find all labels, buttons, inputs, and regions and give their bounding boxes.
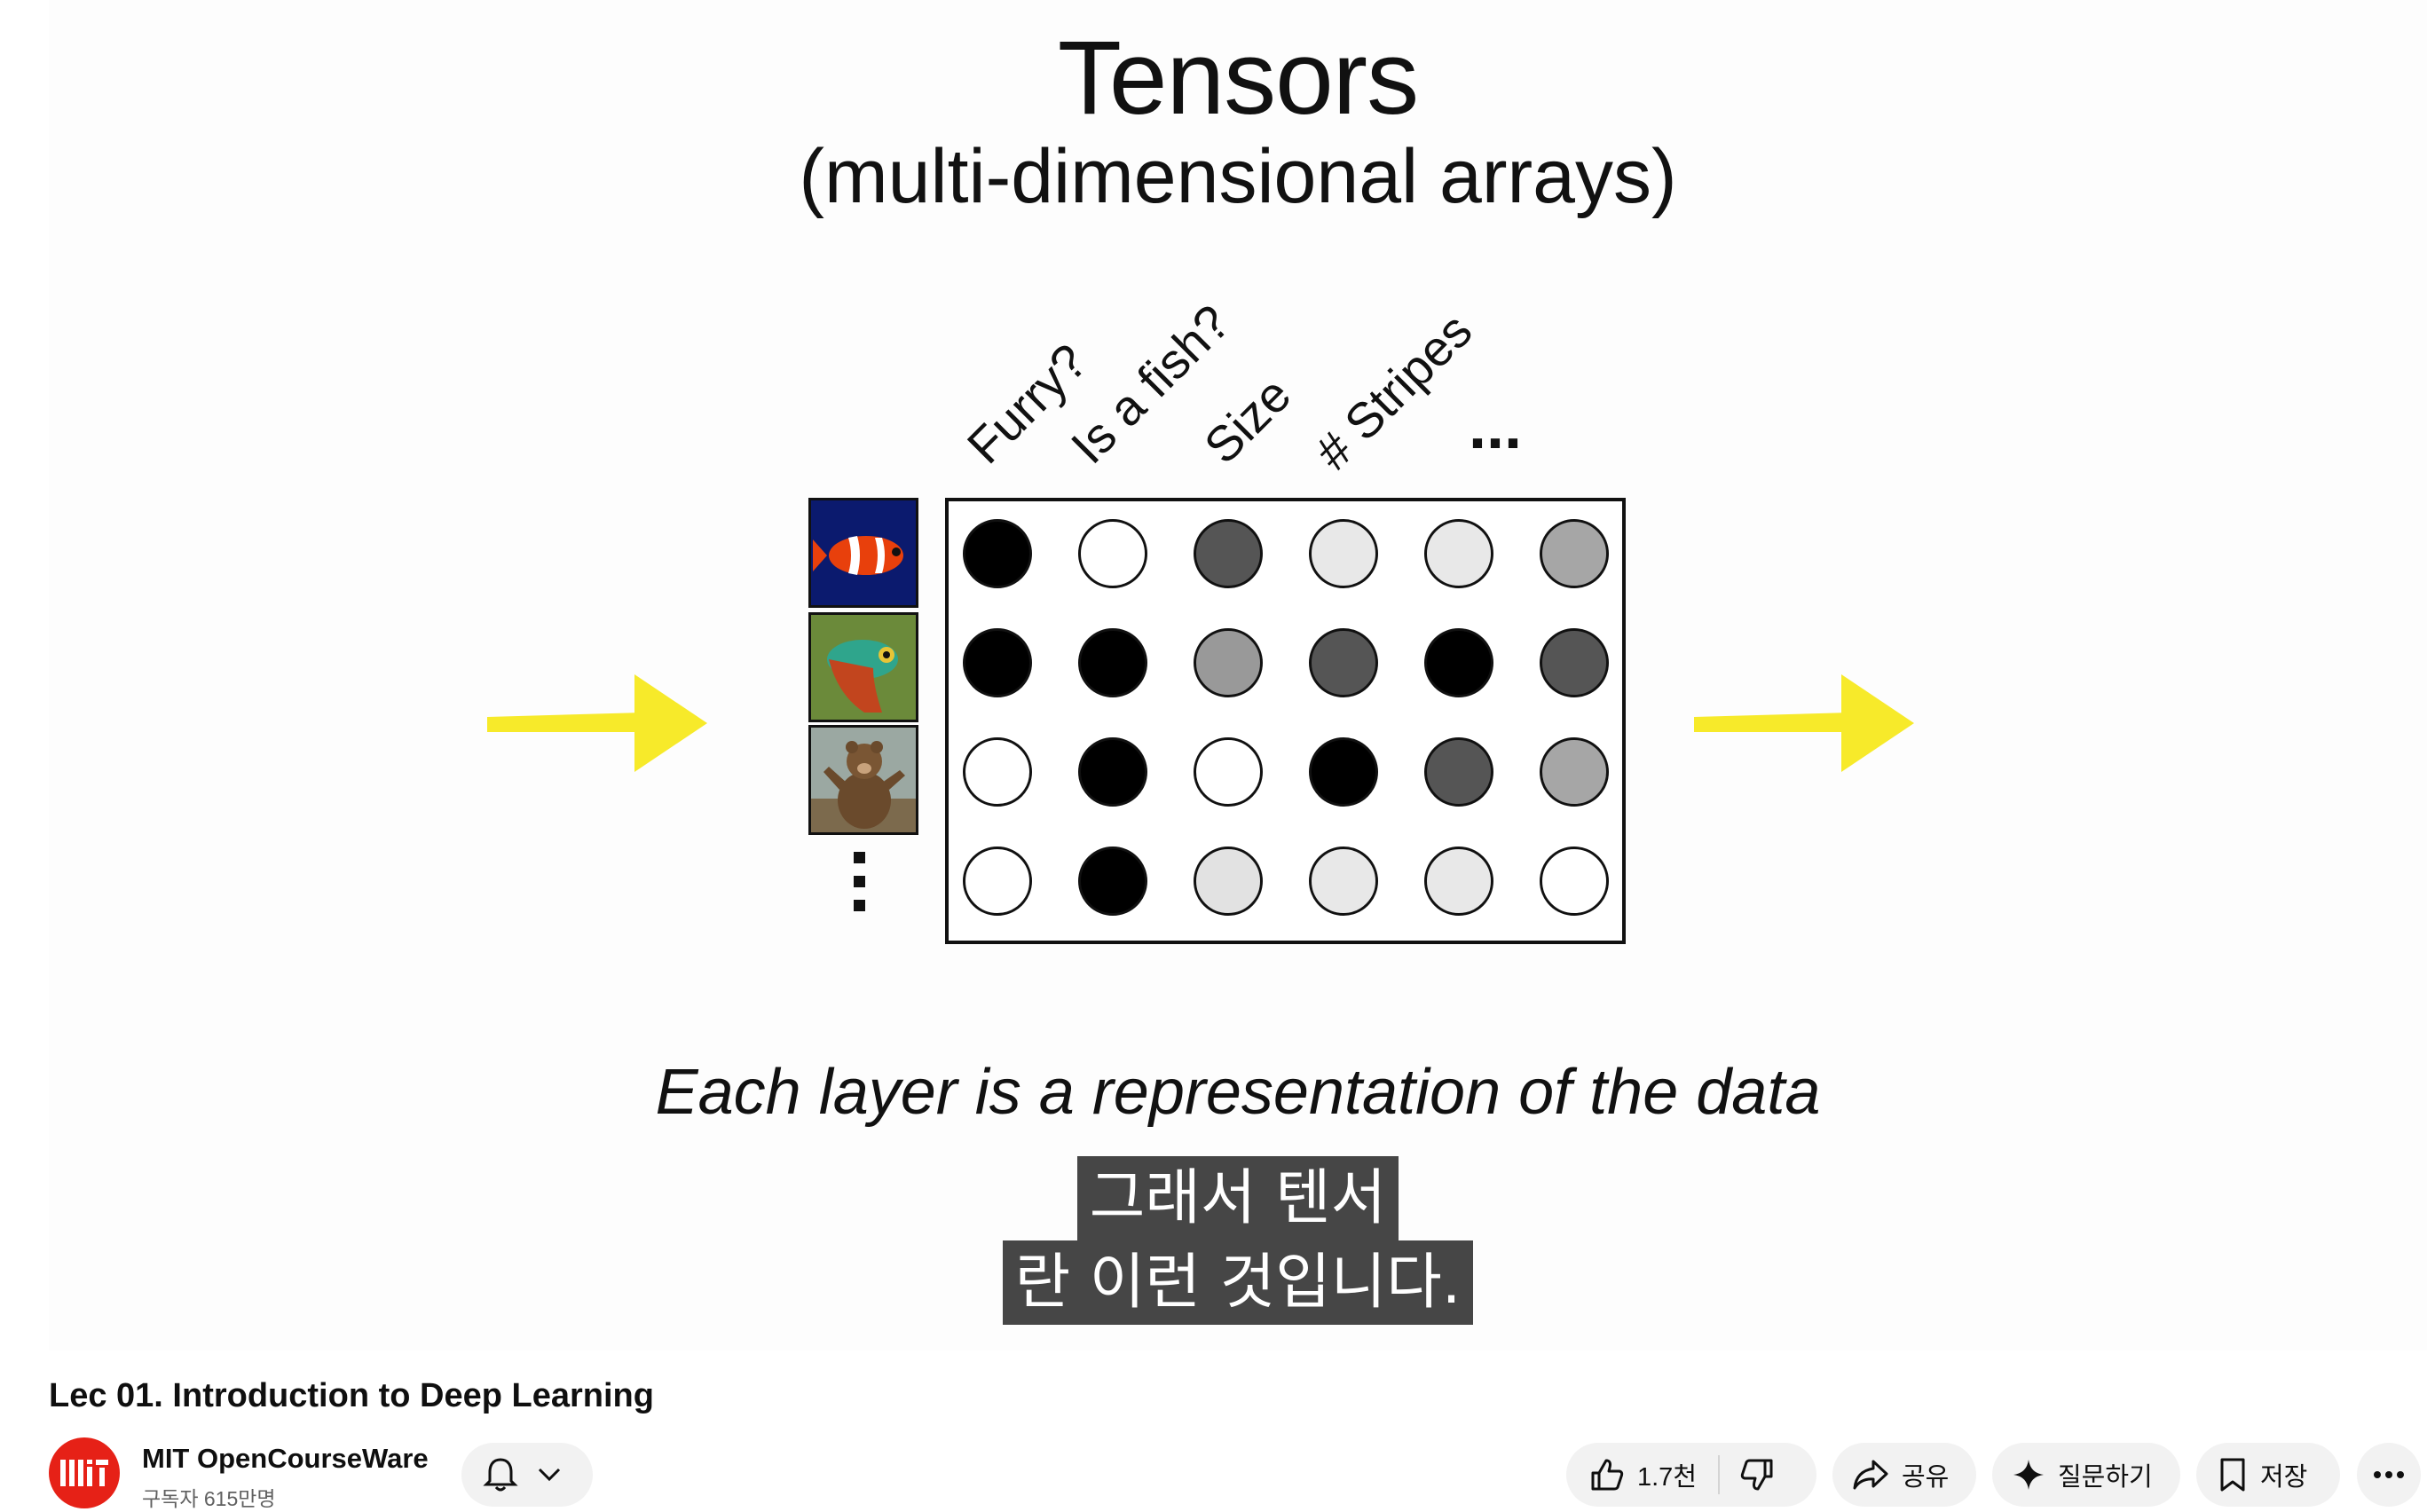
tensor-cell xyxy=(1309,628,1378,697)
tensor-cell xyxy=(1078,847,1147,916)
channel-name[interactable]: MIT OpenCourseWare xyxy=(142,1443,429,1474)
like-count: 1.7천 xyxy=(1637,1463,1697,1492)
tensor-cell xyxy=(1078,737,1147,807)
bear-thumbnail xyxy=(808,725,918,835)
tensor-cell xyxy=(1309,847,1378,916)
subtitle-line-1-wrap: 그래서 텐서 xyxy=(49,1156,2427,1240)
slide-subtitle: (multi-dimensional arrays) xyxy=(799,134,1677,219)
save-button[interactable]: 저장 xyxy=(2196,1443,2340,1507)
tensor-cell xyxy=(1424,519,1493,588)
subtitle-line-2-wrap: 란 이런 것입니다. xyxy=(49,1240,2427,1325)
tensor-cell xyxy=(1309,737,1378,807)
tensor-cell xyxy=(963,628,1032,697)
ask-button[interactable]: 질문하기 xyxy=(1992,1443,2180,1507)
notification-button[interactable] xyxy=(461,1443,593,1507)
tensor-matrix xyxy=(945,498,1626,944)
video-title: Lec 01. Introduction to Deep Learning xyxy=(49,1377,654,1414)
tensor-cell xyxy=(1309,519,1378,588)
ask-label: 질문하기 xyxy=(2058,1463,2153,1492)
tensor-cell xyxy=(1194,737,1263,807)
tensor-cell xyxy=(1194,628,1263,697)
share-button[interactable]: 공유 xyxy=(1832,1443,1976,1507)
sparkle-icon xyxy=(2013,1460,2044,1490)
subtitle-line-1: 그래서 텐서 xyxy=(1076,1156,1399,1240)
tensor-cell xyxy=(1424,737,1493,807)
row-more-ellipsis xyxy=(854,852,866,924)
tensor-cell xyxy=(1424,628,1493,697)
more-horizontal-icon xyxy=(2374,1471,2404,1478)
channel-avatar[interactable] xyxy=(49,1437,120,1508)
tensor-cell xyxy=(1078,628,1147,697)
like-divider xyxy=(1718,1455,1720,1494)
subtitle-line-2: 란 이런 것입니다. xyxy=(1002,1240,1474,1325)
tensor-cell xyxy=(1540,847,1609,916)
save-label: 저장 xyxy=(2260,1463,2308,1492)
tensor-cell xyxy=(963,737,1032,807)
chevron-down-icon xyxy=(538,1468,561,1482)
mit-logo-icon xyxy=(60,1460,108,1486)
tensor-cell xyxy=(1424,847,1493,916)
column-label-stripes: # Stripes xyxy=(1304,302,1483,481)
clownfish-thumbnail xyxy=(808,498,918,608)
tensor-cell xyxy=(963,847,1032,916)
chameleon-thumbnail xyxy=(808,612,918,722)
tensor-cell xyxy=(1078,519,1147,588)
like-dislike-group: 1.7천 xyxy=(1566,1443,1816,1507)
arrow-right-icon xyxy=(1694,674,1914,772)
tensor-cell xyxy=(963,519,1032,588)
tensor-cell xyxy=(1540,737,1609,807)
tensor-cell xyxy=(1540,519,1609,588)
dislike-button[interactable] xyxy=(1739,1457,1775,1492)
column-label-furry: Furry? xyxy=(956,333,1098,475)
more-actions-button[interactable] xyxy=(2357,1443,2421,1507)
slide-caption: Each layer is a representation of the da… xyxy=(655,1057,1821,1128)
slide-title: Tensors xyxy=(1057,20,1419,137)
bookmark-icon xyxy=(2220,1458,2245,1492)
share-icon xyxy=(1853,1460,1888,1490)
tensor-cell xyxy=(1194,847,1263,916)
bell-icon xyxy=(483,1458,518,1492)
share-label: 공유 xyxy=(1902,1463,1950,1492)
thumbs-up-icon xyxy=(1591,1459,1624,1491)
arrow-left-icon xyxy=(487,674,707,772)
column-more-ellipsis: ... xyxy=(1469,391,1523,462)
tensor-cell xyxy=(1194,519,1263,588)
thumbs-down-icon xyxy=(1740,1459,1773,1491)
column-label-size: Size xyxy=(1193,366,1302,475)
video-player[interactable]: Tensors (multi-dimensional arrays) Furry… xyxy=(49,0,2427,1351)
subscriber-count: 구독자 615만명 xyxy=(142,1487,276,1510)
tensor-cell xyxy=(1540,628,1609,697)
like-button[interactable]: 1.7천 xyxy=(1589,1456,1697,1493)
